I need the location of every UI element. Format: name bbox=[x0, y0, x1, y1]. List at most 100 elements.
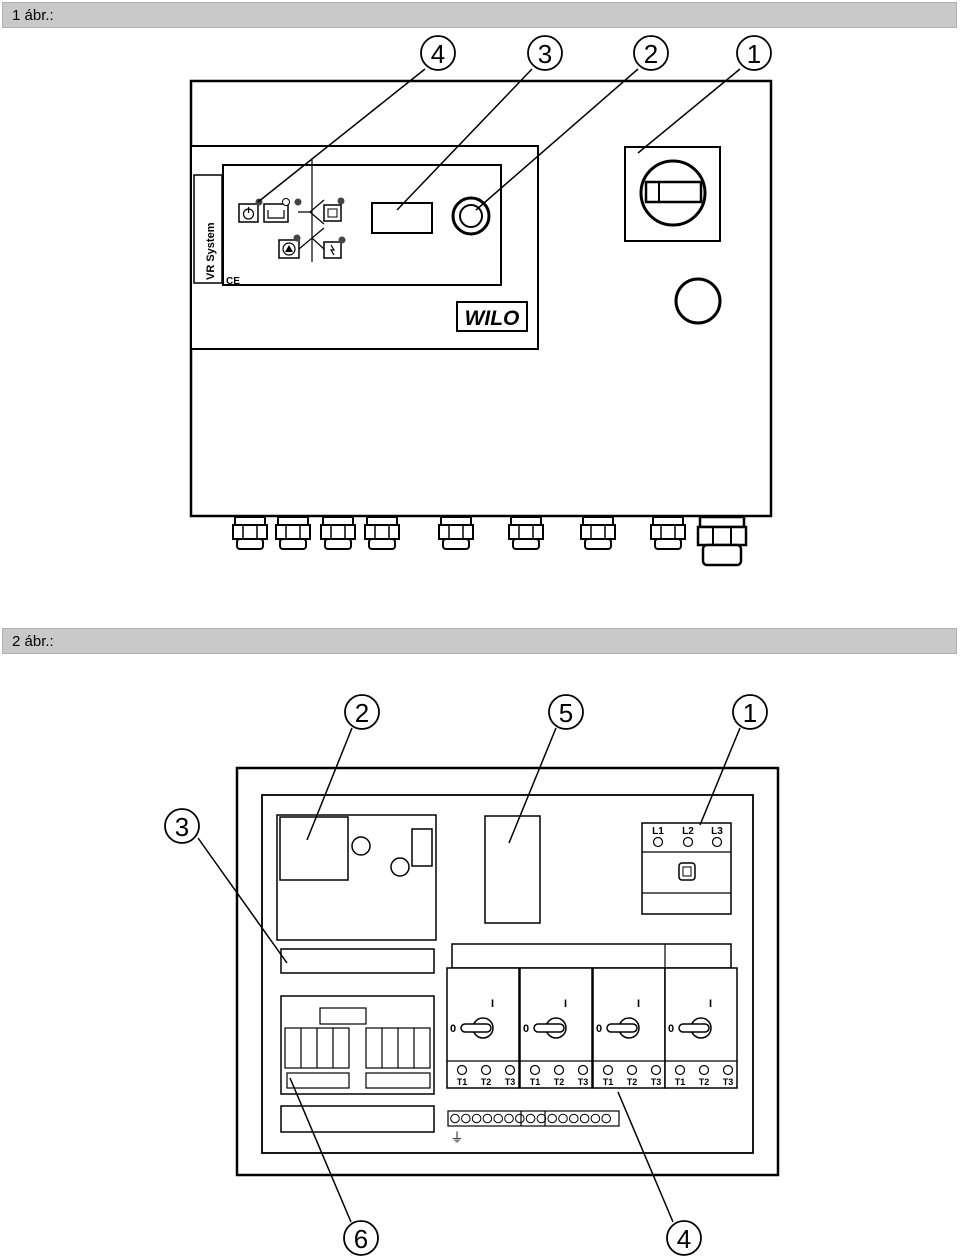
terminal-label: T3 bbox=[723, 1077, 734, 1087]
callout-4 bbox=[666, 1220, 702, 1256]
terminal-dot bbox=[450, 1113, 460, 1124]
callout-3 bbox=[527, 35, 563, 71]
level-indicator bbox=[282, 198, 290, 206]
terminal-l3-label: L3 bbox=[711, 826, 723, 837]
callout-1 bbox=[732, 694, 768, 730]
terminal-dot bbox=[461, 1113, 471, 1124]
terminal-dot bbox=[504, 1113, 514, 1124]
terminal-screw bbox=[529, 1064, 541, 1076]
figure-1-diagram: VR System CE WILO bbox=[189, 35, 773, 567]
terminal-label: T1 bbox=[457, 1077, 468, 1087]
terminal-screw bbox=[626, 1064, 638, 1076]
terminal-dot bbox=[569, 1113, 579, 1124]
figure-2-header: 2 ábr.: bbox=[2, 628, 957, 654]
terminal-label: T2 bbox=[699, 1077, 710, 1087]
on-label: I bbox=[491, 998, 494, 1010]
board-relay bbox=[411, 828, 433, 867]
fuse-holders bbox=[284, 1027, 431, 1089]
main-switch-handle[interactable] bbox=[644, 180, 703, 204]
terminal-screw bbox=[504, 1064, 516, 1076]
terminal-label: T1 bbox=[530, 1077, 541, 1087]
figure-1-leaders bbox=[257, 68, 741, 211]
ground-icon: ⏚ bbox=[450, 1130, 463, 1145]
on-label: I bbox=[564, 998, 567, 1010]
terminal-dot bbox=[471, 1113, 482, 1124]
off-label: 0 bbox=[668, 1023, 674, 1035]
terminal-screw bbox=[602, 1064, 614, 1076]
alarm-symbol-box bbox=[323, 204, 342, 222]
terminal-label: T1 bbox=[675, 1077, 686, 1087]
terminal-label: T2 bbox=[481, 1077, 492, 1087]
callout-2-label: 2 bbox=[355, 698, 369, 728]
off-label: 0 bbox=[523, 1023, 529, 1035]
terminal-label: T2 bbox=[554, 1077, 565, 1087]
vr-system-label: VR System bbox=[205, 222, 217, 280]
callout-3 bbox=[164, 808, 200, 844]
vr-system-label-box bbox=[193, 174, 223, 284]
on-label: I bbox=[709, 998, 712, 1010]
alarm-icon bbox=[327, 208, 338, 218]
terminal-screw bbox=[553, 1064, 565, 1076]
figure-1-title: 1 ábr.: bbox=[12, 7, 54, 24]
board-capacitor bbox=[351, 836, 371, 856]
figure-2-leaders bbox=[197, 727, 741, 1223]
figure-1-header: 1 ábr.: bbox=[2, 2, 957, 28]
callout-3-label: 3 bbox=[175, 812, 189, 842]
off-label: 0 bbox=[596, 1023, 602, 1035]
terminal-label: T3 bbox=[505, 1077, 516, 1087]
fault-led bbox=[338, 236, 346, 244]
terminal-dot bbox=[515, 1113, 525, 1124]
terminal-screw bbox=[480, 1064, 492, 1076]
terminal-l2-label: L2 bbox=[682, 826, 694, 837]
rotary-handle bbox=[533, 1023, 565, 1033]
control-board-module bbox=[279, 816, 349, 881]
terminal-label: T1 bbox=[603, 1077, 614, 1087]
terminal-screw bbox=[650, 1064, 662, 1076]
rotary-handle bbox=[460, 1023, 492, 1033]
rotary-handle bbox=[606, 1023, 638, 1033]
callout-2 bbox=[633, 35, 669, 71]
callout-1-label: 1 bbox=[747, 39, 761, 69]
tank-icon bbox=[267, 210, 285, 219]
terminal-label: T3 bbox=[651, 1077, 662, 1087]
terminal-dot bbox=[590, 1113, 601, 1124]
signal-lamp bbox=[674, 277, 722, 325]
callout-1 bbox=[736, 35, 772, 71]
terminal-screw bbox=[674, 1064, 686, 1076]
transformer-module bbox=[484, 815, 541, 924]
terminal-screw bbox=[456, 1064, 468, 1076]
wilo-logo: WILO bbox=[465, 307, 520, 330]
isolator-knob[interactable] bbox=[678, 862, 696, 881]
callout-5-label: 5 bbox=[559, 698, 573, 728]
terminal-screw bbox=[698, 1064, 710, 1076]
terminal-dot bbox=[558, 1113, 568, 1124]
terminal-dot bbox=[547, 1113, 558, 1124]
figure-1-callouts: 4 3 2 1 bbox=[420, 35, 772, 71]
callout-2 bbox=[344, 694, 380, 730]
wilo-logo-frame bbox=[456, 301, 528, 332]
pump-led bbox=[293, 234, 301, 242]
bottom-terminal-rail bbox=[280, 1105, 435, 1133]
callout-6 bbox=[343, 1220, 379, 1256]
contactor-rail bbox=[451, 943, 732, 969]
lcd-display bbox=[371, 202, 433, 234]
callout-2-label: 2 bbox=[644, 39, 658, 69]
terminal-dot bbox=[482, 1113, 493, 1124]
terminal-dot bbox=[601, 1113, 612, 1124]
callout-1-label: 1 bbox=[743, 698, 757, 728]
callout-3-label: 3 bbox=[538, 39, 552, 69]
terminal-dot bbox=[525, 1113, 536, 1124]
board-buzzer bbox=[390, 857, 410, 877]
figure-2-title: 2 ábr.: bbox=[12, 633, 54, 650]
callout-4-label: 4 bbox=[431, 39, 445, 69]
terminal-screw bbox=[577, 1064, 589, 1076]
level-led bbox=[294, 198, 302, 206]
alarm-led bbox=[337, 197, 345, 205]
terminal-dot bbox=[493, 1113, 504, 1124]
callout-5 bbox=[548, 694, 584, 730]
